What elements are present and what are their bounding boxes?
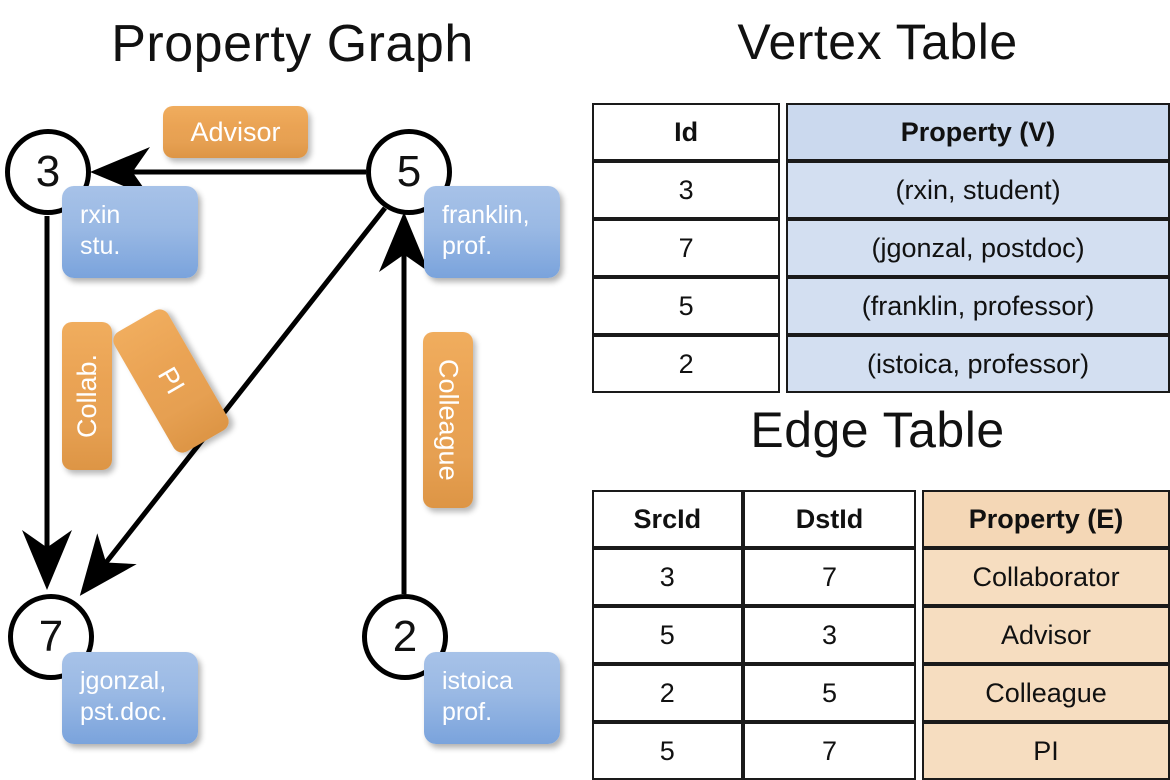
table-row: 3 (rxin, student)	[592, 161, 1170, 219]
vertex-row-1-id: 7	[592, 219, 781, 277]
edge-label-advisor: Advisor	[163, 106, 308, 158]
property-graph-diagram: 3 5 7 2 rxin stu. franklin, prof. jgonza…	[0, 0, 585, 760]
vertex-row-1-property: (jgonzal, postdoc)	[786, 219, 1170, 277]
vertex-table-header-id: Id	[592, 103, 781, 161]
edge-table-column-gap	[916, 548, 923, 606]
vertex-property-box-2: istoica prof.	[424, 652, 560, 744]
edge-row-2-src: 2	[592, 664, 743, 722]
graph-edge-arrows	[22, 147, 429, 596]
edge-label-collab: Collab.	[62, 322, 112, 470]
edge-row-0-dst: 7	[742, 548, 917, 606]
vertex-table-column-gap	[780, 161, 787, 219]
edge-table-column-gap	[916, 664, 923, 722]
edge-table: SrcId DstId Property (E) 3 7 Collaborato…	[592, 490, 1170, 780]
vertex-table-column-gap	[780, 335, 787, 393]
vertex-table-column-gap	[780, 103, 787, 161]
vertex-table-column-gap	[780, 219, 787, 277]
vertex-property-role-3: stu.	[80, 232, 121, 260]
page-title-edge-table: Edge Table	[750, 402, 1005, 458]
vertex-property-box-7: jgonzal, pst.doc.	[62, 652, 198, 744]
table-row: 7 (jgonzal, postdoc)	[592, 219, 1170, 277]
edge-label-pi-text: PI	[152, 362, 191, 400]
edge-table-header-property: Property (E)	[922, 490, 1170, 548]
vertex-table-column-gap	[780, 277, 787, 335]
vertex-table-header-property: Property (V)	[786, 103, 1170, 161]
edge-row-3-src: 5	[592, 722, 743, 780]
vertex-row-2-id: 5	[592, 277, 781, 335]
edge-table-column-gap	[916, 606, 923, 664]
table-row: 2 5 Colleague	[592, 664, 1170, 722]
table-row: 5 (franklin, professor)	[592, 277, 1170, 335]
edge-row-2-property: Colleague	[922, 664, 1170, 722]
table-row: 3 7 Collaborator	[592, 548, 1170, 606]
edge-label-colleague: Colleague	[423, 332, 473, 508]
edge-label-collab-text: Collab.	[71, 353, 102, 439]
edge-row-2-dst: 5	[742, 664, 917, 722]
vertex-property-box-3: rxin stu.	[62, 186, 198, 278]
vertex-row-0-id: 3	[592, 161, 781, 219]
vertex-property-box-5: franklin, prof.	[424, 186, 560, 278]
page-title-vertex-table: Vertex Table	[737, 14, 1018, 70]
table-row: 5 7 PI	[592, 722, 1170, 780]
edge-table-header-srcid: SrcId	[592, 490, 743, 548]
edge-row-1-src: 5	[592, 606, 743, 664]
edge-table-header-dstid: DstId	[742, 490, 917, 548]
edge-row-0-property: Collaborator	[922, 548, 1170, 606]
vertex-property-name-7: jgonzal,	[80, 667, 167, 695]
edge-label-colleague-text: Colleague	[433, 359, 464, 481]
vertex-table: Id Property (V) 3 (rxin, student) 7 (jgo…	[592, 103, 1170, 393]
edge-table-header-row: SrcId DstId Property (E)	[592, 490, 1170, 548]
table-row: 2 (istoica, professor)	[592, 335, 1170, 393]
edge-row-1-dst: 3	[742, 606, 917, 664]
vertex-property-role-5: prof.	[442, 232, 493, 260]
edge-table-column-gap	[916, 490, 923, 548]
vertex-property-name-2: istoica	[442, 667, 513, 695]
vertex-property-role-7: pst.doc.	[80, 698, 168, 726]
edge-row-1-property: Advisor	[922, 606, 1170, 664]
vertex-property-name-5: franklin,	[442, 201, 530, 229]
vertex-row-2-property: (franklin, professor)	[786, 277, 1170, 335]
vertex-table-header-row: Id Property (V)	[592, 103, 1170, 161]
edge-row-3-property: PI	[922, 722, 1170, 780]
graph-node-2[interactable]: 2	[362, 594, 448, 680]
edge-table-column-gap	[916, 722, 923, 780]
page-title-property-graph: Property Graph	[111, 15, 474, 73]
edge-row-3-dst: 7	[742, 722, 917, 780]
vertex-row-3-id: 2	[592, 335, 781, 393]
table-row: 5 3 Advisor	[592, 606, 1170, 664]
edge-row-0-src: 3	[592, 548, 743, 606]
vertex-row-3-property: (istoica, professor)	[786, 335, 1170, 393]
vertex-property-name-3: rxin	[80, 201, 121, 229]
vertex-property-role-2: prof.	[442, 698, 493, 726]
edge-5-to-7	[79, 206, 387, 596]
edge-label-advisor-text: Advisor	[190, 116, 281, 147]
vertex-row-0-property: (rxin, student)	[786, 161, 1170, 219]
